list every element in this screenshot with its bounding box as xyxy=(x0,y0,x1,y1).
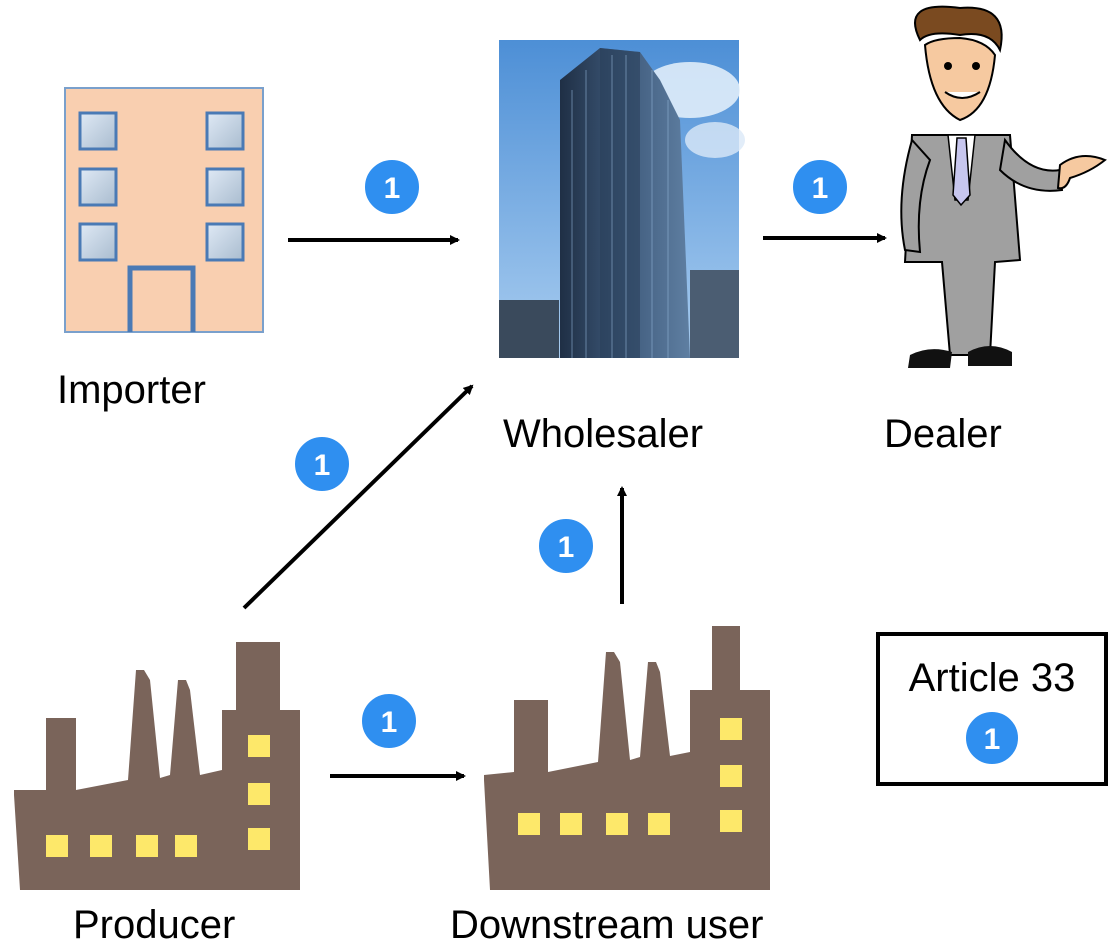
article-title: Article 33 xyxy=(908,656,1076,700)
producer-label: Producer xyxy=(73,903,236,947)
badge-wholesaler-to-dealer: 1 xyxy=(789,156,851,218)
article-badge-number: 1 xyxy=(984,723,1001,756)
downstream-user-factory-icon xyxy=(484,626,770,890)
importer-building-icon xyxy=(64,87,264,333)
badge-producer-to-downstream: 1 xyxy=(358,690,420,752)
svg-text:1: 1 xyxy=(381,706,398,739)
arrow-producer-to-wholesaler xyxy=(242,384,474,610)
svg-text:1: 1 xyxy=(812,172,829,205)
article-badge: 1 xyxy=(962,708,1022,768)
svg-text:1: 1 xyxy=(558,531,575,564)
svg-text:1: 1 xyxy=(384,172,401,205)
importer-label: Importer xyxy=(57,368,206,412)
badge-downstream-to-wholesaler: 1 xyxy=(535,515,597,577)
dealer-person-icon xyxy=(900,5,1107,368)
svg-text:1: 1 xyxy=(314,449,331,482)
dealer-label: Dealer xyxy=(884,412,1002,456)
article-legend-box: Article 33 1 xyxy=(876,632,1108,786)
wholesaler-label: Wholesaler xyxy=(503,412,704,456)
producer-factory-icon xyxy=(14,642,300,890)
badge-producer-to-wholesaler: 1 xyxy=(291,433,353,495)
downstream-user-label: Downstream user xyxy=(450,903,764,947)
badge-importer-to-wholesaler: 1 xyxy=(361,156,423,218)
wholesaler-building-image xyxy=(499,40,745,358)
